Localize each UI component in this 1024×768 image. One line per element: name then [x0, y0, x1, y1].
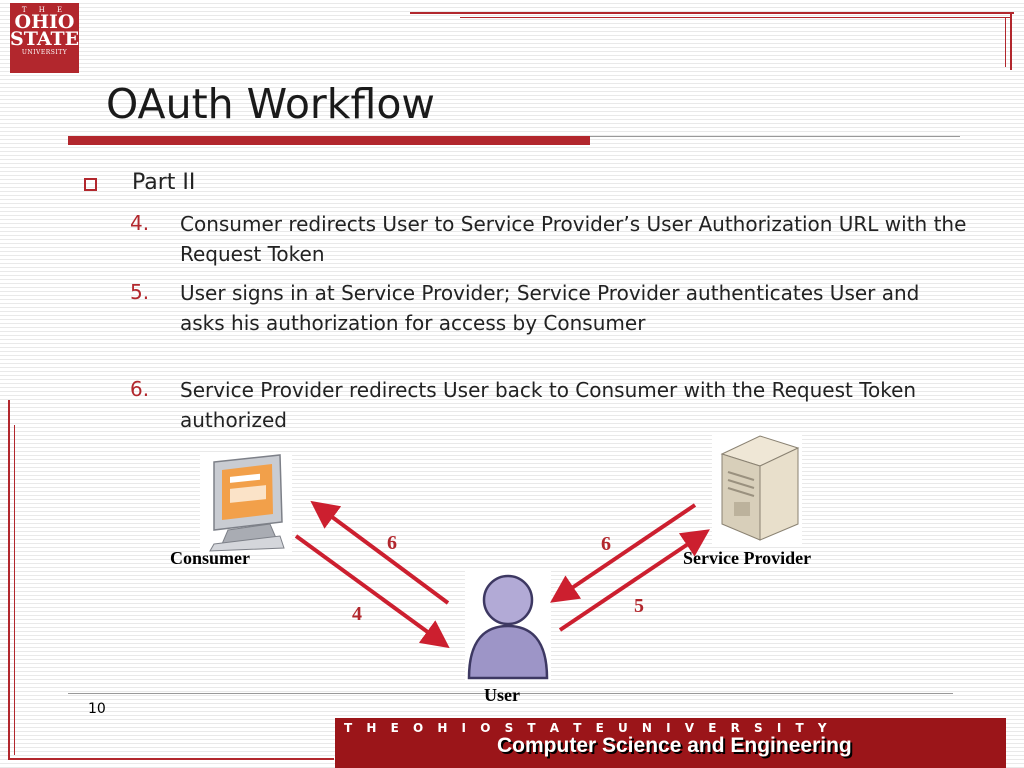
frame-line-bottom-left — [8, 758, 334, 760]
item-number: 6. — [130, 377, 150, 401]
arrow-consumer-to-user — [294, 534, 450, 649]
computer-monitor-icon — [200, 452, 292, 552]
logo-line-state: STATE — [10, 28, 80, 50]
item-text: User signs in at Service Provider; Servi… — [180, 281, 920, 335]
server-icon — [712, 432, 802, 544]
footer-department: Computer Science and Engineering — [497, 734, 852, 757]
frame-line-top — [410, 12, 1014, 14]
frame-line-right — [1010, 12, 1012, 70]
item-number: 4. — [130, 211, 150, 235]
user-label: User — [484, 685, 520, 705]
step-label-6-left: 6 — [387, 532, 397, 554]
slide-title: OAuth Workflow — [106, 80, 435, 128]
item-number: 5. — [130, 280, 150, 304]
logo-line-university: UNIVERSITY — [21, 49, 68, 56]
step-label-4: 4 — [352, 603, 362, 625]
logo-line-the: T H E — [21, 6, 68, 14]
arrow-user-to-provider — [558, 529, 710, 632]
title-underline-red — [68, 136, 590, 145]
item-text: Service Provider redirects User back to … — [180, 378, 917, 432]
step-label-5: 5 — [634, 595, 644, 617]
frame-line-top-inner — [460, 17, 1010, 18]
item-text: Consumer redirects User to Service Provi… — [180, 212, 967, 266]
user-avatar-icon — [465, 570, 551, 682]
footer-university: T H E O H I O S T A T E U N I V E R S I … — [344, 721, 832, 735]
step-label-6-right: 6 — [601, 533, 611, 555]
arrow-provider-to-user — [550, 503, 697, 603]
service-provider-label: Service Provider — [683, 548, 812, 568]
footer-bar — [335, 718, 1006, 768]
section-heading: Part II — [132, 170, 196, 195]
ohio-state-logo: T H E OHIO STATE UNIVERSITY — [10, 3, 79, 73]
frame-line-right-inner — [1005, 17, 1006, 67]
footer-divider — [68, 693, 953, 694]
consumer-label: Consumer — [170, 548, 250, 568]
frame-line-left-inner — [14, 425, 15, 755]
page-number: 10 — [88, 701, 106, 717]
frame-line-left — [8, 400, 10, 760]
logo-line-ohio: OHIO — [14, 11, 75, 33]
arrow-user-to-consumer — [310, 500, 450, 605]
title-underline-gray — [590, 136, 960, 137]
bullet-square-icon — [84, 178, 97, 191]
